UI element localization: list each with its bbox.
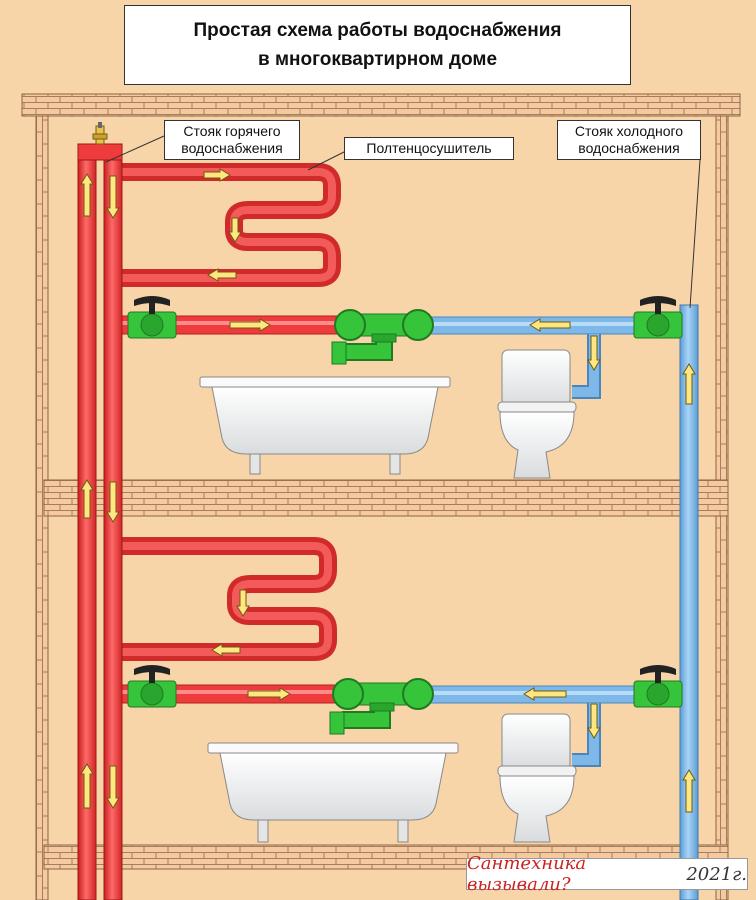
hot-riser-label-line-2: водоснабжения: [181, 140, 283, 156]
cold-riser-label: Стояк холодного водоснабжения: [557, 120, 701, 160]
ball-valve-icon: [127, 665, 177, 708]
brick-walls: [21, 93, 741, 900]
flow-arrow-icon: [229, 318, 271, 332]
flow-arrow-icon: [207, 268, 237, 282]
air-vent-icon: [92, 122, 108, 145]
watermark-text: Сантехника вызывали?: [467, 853, 587, 895]
hot-riser-label: Стояк горячего водоснабжения: [164, 120, 300, 160]
flow-arrow-icon: [80, 173, 94, 217]
cold-riser-label-line-1: Стояк холодного: [574, 123, 684, 139]
flow-arrow-icon: [587, 335, 601, 371]
cold-riser-pipe: [679, 304, 699, 900]
hot-riser-label-line-1: Стояк горячего: [183, 123, 281, 139]
callout-lines: [105, 135, 701, 309]
ball-valve-icon: [633, 296, 683, 339]
flow-arrow-icon: [529, 318, 571, 332]
flow-arrow-icon: [247, 687, 291, 701]
flow-arrow-icon: [211, 643, 241, 657]
flow-arrow-icon: [682, 363, 696, 405]
flow-arrow-icon: [106, 175, 120, 219]
flow-arrow-icon: [523, 687, 567, 701]
toilet-icon: [497, 349, 577, 479]
flow-arrow-icon: [106, 765, 120, 809]
toilet-icon: [497, 713, 577, 843]
flow-arrow-icon: [203, 168, 231, 182]
towel-dryer-label: Полтенцосушитель: [344, 137, 514, 160]
watermark-year: 2021г.: [686, 863, 747, 885]
flow-arrow-icon: [682, 769, 696, 813]
towel-dryer-label-text: Полтенцосушитель: [366, 140, 492, 156]
flow-arrow-icon: [228, 217, 242, 243]
flow-arrow-icon: [236, 589, 250, 617]
flow-arrow-icon: [80, 763, 94, 809]
bathtub-icon: [199, 376, 451, 475]
towel-dryer-icon-floor2: [112, 537, 337, 661]
title-line-1: Простая схема работы водоснабжения: [193, 20, 562, 41]
flow-arrow-icon: [587, 703, 601, 739]
watermark: Сантехника вызывали? 2021г.: [466, 853, 748, 895]
diagram-title: Простая схема работы водоснабжения в мно…: [124, 5, 631, 85]
ball-valve-icon: [633, 665, 683, 708]
flow-arrows: [80, 168, 696, 813]
ball-valve-icon: [127, 296, 177, 339]
towel-dryer-icon-floor1: [112, 163, 341, 287]
flow-arrow-icon: [106, 481, 120, 523]
bathtub-icon: [207, 742, 459, 843]
mixer-tee-icon: [331, 309, 434, 365]
mixer-tee-icon: [329, 678, 434, 735]
flow-arrow-icon: [80, 479, 94, 519]
title-line-2: в многоквартирном доме: [257, 49, 498, 70]
cold-riser-label-line-2: водоснабжения: [578, 140, 680, 156]
